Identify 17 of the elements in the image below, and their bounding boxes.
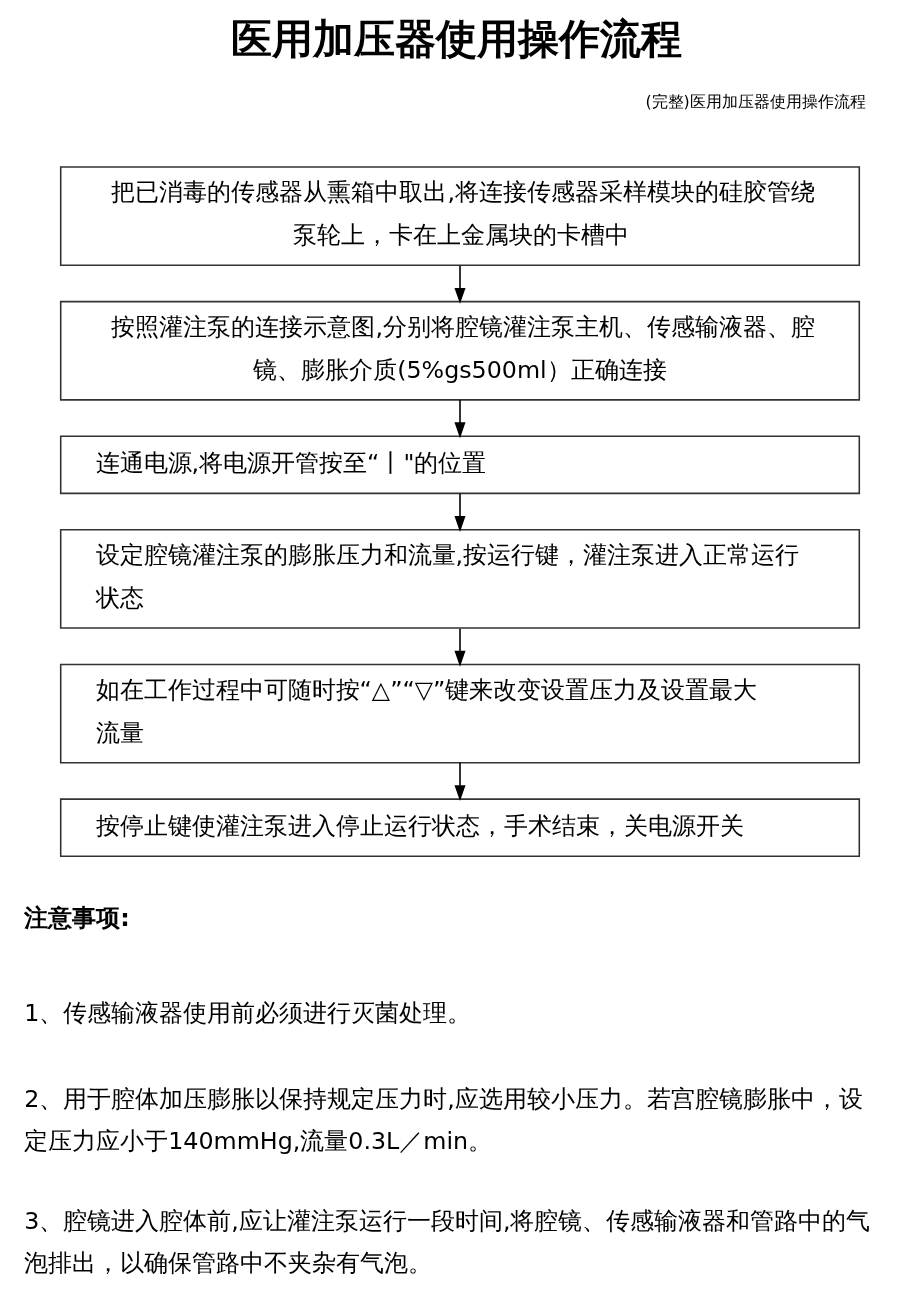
label: 1、传感输液器使用前必须进行灭菌处理。 [24, 998, 472, 1027]
node-box: 把已消毒的传感器从熏箱中取出,将连接传感器采样模块的硅胶管绕泵轮上，卡在上金属块的卡槽中 [59, 166, 861, 266]
label: 2、用于腔体加压膨胀以保持规定压力时,应选用较小压力。若宫腔镜膨胀中，设定压力应小于140mmHg,流量0.3L／min。 [24, 1084, 863, 1156]
node-box: 按停止键使灌注泵进入停止运行状态，手术结束，关电源开关 [59, 798, 861, 857]
label: 注意事项: [24, 903, 130, 932]
arrow [454, 762, 466, 801]
label: 3、腔镜进入腔体前,应让灌注泵运行一段时间,将腔镜、传感输液器和管路中的气泡排出，以确保管路中不夹杂有气泡。 [24, 1206, 871, 1278]
arrow [454, 265, 466, 304]
label: (完整)医用加压器使用操作流程 [645, 91, 866, 111]
node-box: 连通电源,将电源开管按至“丨"的位置 [59, 435, 861, 495]
node-box: 设定腔镜灌注泵的膨胀压力和流量,按运行键，灌注泵进入正常运行状态 [59, 529, 861, 629]
node-box: 如在工作过程中可随时按“△”“▽”键来改变设置压力及设置最大流量 [59, 663, 861, 764]
diagram-title: 医用加压器使用操作流程 [231, 14, 683, 63]
node-box: 按照灌注泵的连接示意图,分别将腔镜灌注泵主机、传感输液器、腔镜、膨胀介质(5%gs500ml）正确连接 [59, 300, 861, 401]
arrow [454, 493, 466, 532]
arrow [454, 627, 466, 667]
arrow [454, 399, 466, 439]
